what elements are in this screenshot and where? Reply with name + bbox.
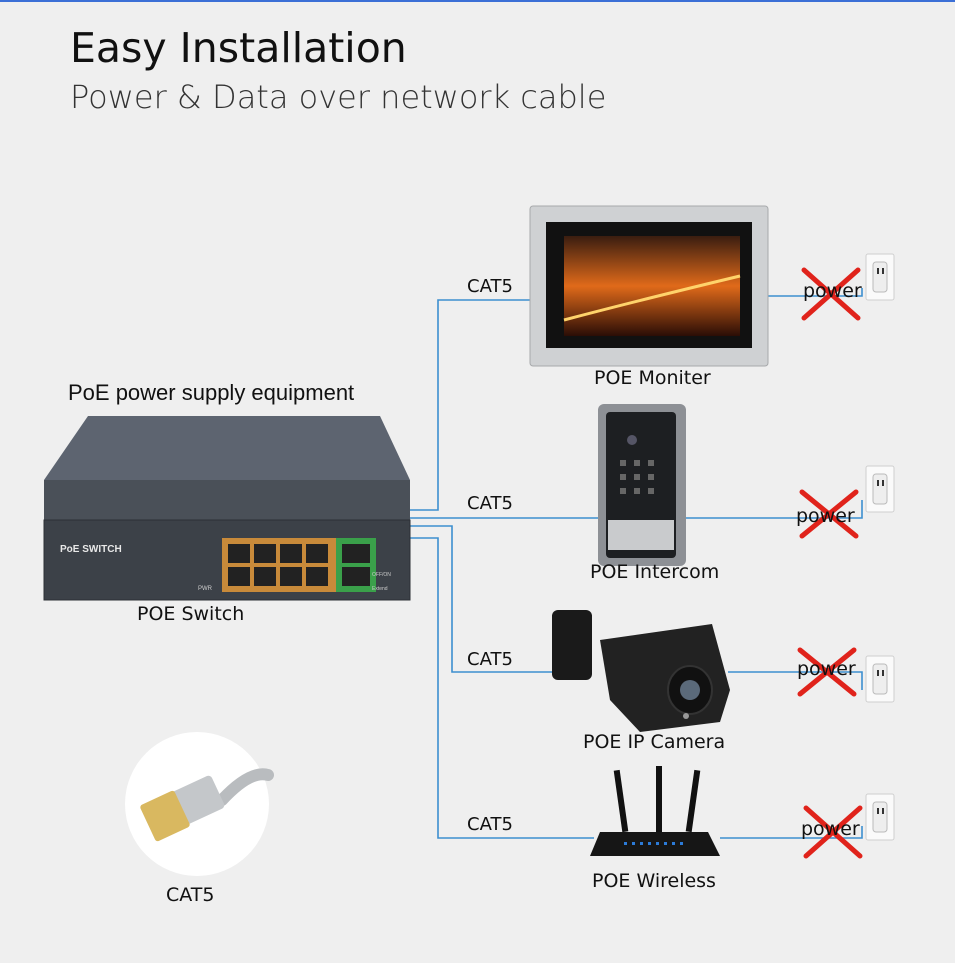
ip-camera-device: [552, 610, 730, 732]
switch-extend-label: Extend: [372, 586, 388, 592]
cable-line-monitor: [408, 299, 532, 511]
equipment-label: PoE power supply equipment: [68, 380, 355, 405]
switch-name-label: POE Switch: [137, 603, 245, 625]
switch-brand-label: PoE SWITCH: [60, 544, 122, 555]
monitor-device: [529, 205, 769, 367]
cable-line-wireless: [408, 537, 594, 839]
wireless-router-device: [590, 766, 720, 856]
cat5-plug-label: CAT5: [166, 884, 215, 906]
power-label-wireless: power: [801, 818, 860, 840]
page-subtitle: Power & Data over network cable: [70, 78, 607, 116]
power-line-intercom: [686, 500, 863, 519]
poe-switch-device: PoE SWITCH PWR OFF/ON Extend: [43, 416, 411, 601]
power-label-camera: power: [797, 658, 856, 680]
intercom-device: [598, 404, 686, 566]
outlet-monitor: [865, 253, 895, 301]
page-title: Easy Installation: [70, 24, 407, 72]
cross-icon-wireless: [803, 805, 863, 859]
power-line-camera: [728, 671, 863, 690]
connection-lines: [408, 288, 863, 839]
power-label-monitor: power: [803, 280, 862, 302]
cable-label-intercom: CAT5: [467, 493, 513, 514]
outlet-wireless: [865, 793, 895, 841]
device-label-intercom: POE Intercom: [590, 561, 720, 583]
cross-icon-camera: [797, 647, 857, 697]
outlet-camera: [865, 655, 895, 703]
switch-toggle-label: OFF/ON: [372, 572, 391, 578]
power-line-wireless: [720, 826, 863, 839]
device-label-camera: POE IP Camera: [583, 731, 726, 753]
cable-label-monitor: CAT5: [467, 276, 513, 297]
device-label-wireless: POE Wireless: [592, 870, 716, 892]
power-line-monitor: [768, 288, 863, 297]
cable-line-camera: [408, 525, 560, 673]
top-accent-line: [0, 0, 955, 2]
device-label-monitor: POE Moniter: [594, 367, 711, 389]
cable-label-camera: CAT5: [467, 649, 513, 670]
cross-icon-intercom: [799, 489, 859, 539]
cable-label-wireless: CAT5: [467, 814, 513, 835]
switch-pwr-label: PWR: [198, 586, 213, 592]
cat5-plug-illustration: [125, 732, 274, 876]
outlet-intercom: [865, 465, 895, 513]
cross-icon-monitor: [801, 267, 861, 321]
no-power-crosses: [797, 267, 863, 859]
power-label-intercom: power: [796, 505, 855, 527]
